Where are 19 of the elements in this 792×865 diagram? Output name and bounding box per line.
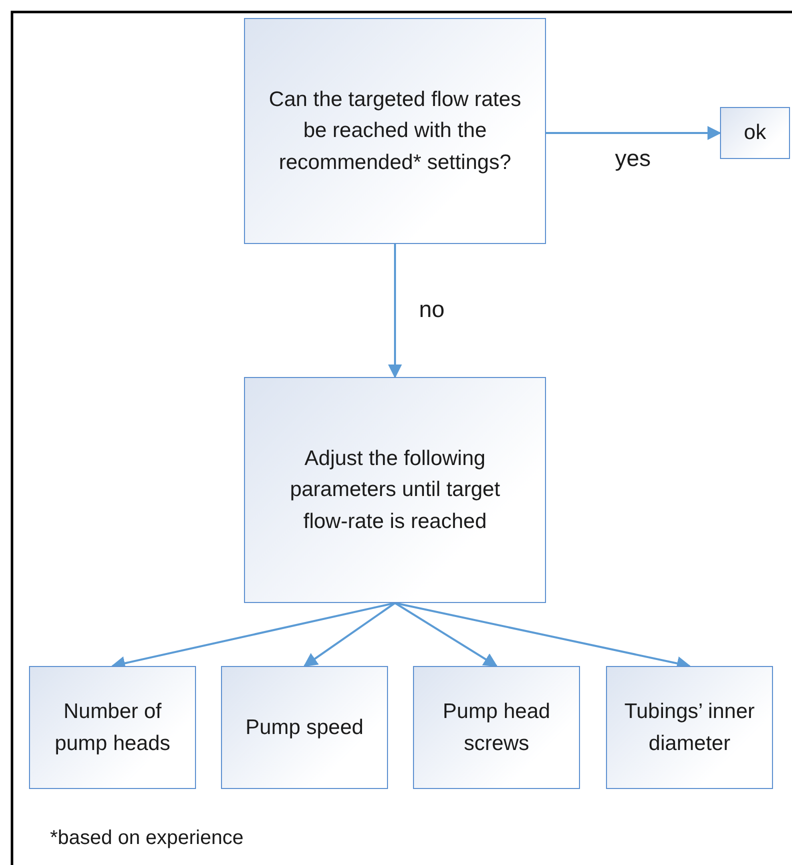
box-text: Tubings’ inner diameter [623,699,756,756]
process-box [720,107,790,159]
arrow [388,244,402,378]
process-box [606,666,773,789]
box-text: Number of pump heads [54,699,172,756]
arrow [394,602,498,667]
arrow [303,602,396,667]
process-box [413,666,580,789]
box-text: Can the targeted flow rates be reached with the recommended* settings? [268,86,522,176]
box-text: Pump head screws [442,699,552,756]
process-box [244,18,546,244]
process-box [221,666,388,789]
box-text: ok [744,120,766,146]
box-text: Pump speed [246,714,364,741]
arrow [546,126,722,140]
box-text: Adjust the following parameters until target flow-rate is reached [288,446,502,535]
process-box [244,377,546,603]
process-box [29,666,196,789]
footnote: *based on experience [50,827,244,850]
